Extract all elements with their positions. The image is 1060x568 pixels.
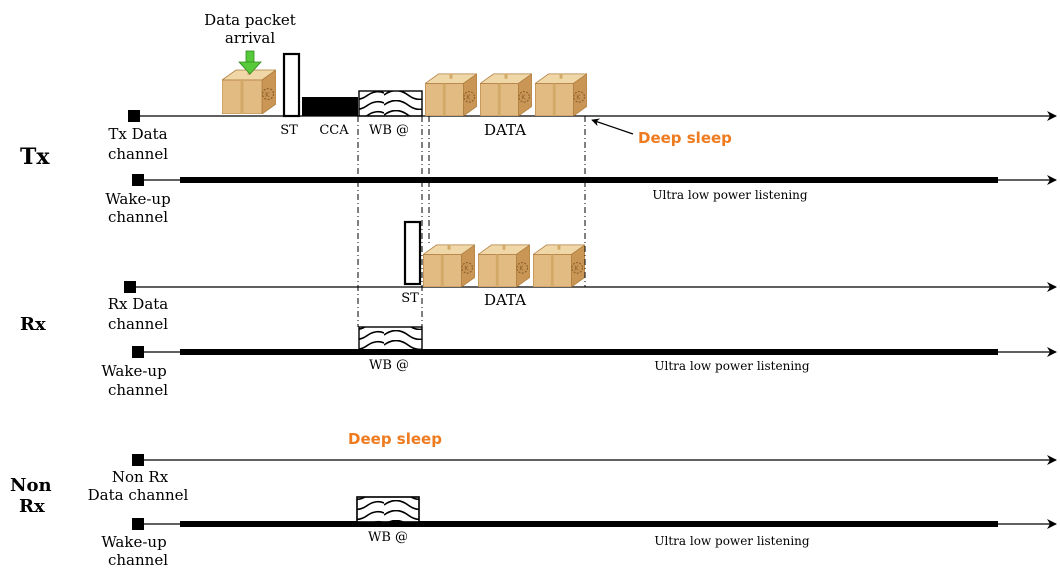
rx-ulp-bar	[180, 349, 998, 355]
packet-arrival-label-2: arrival	[225, 29, 275, 47]
rx-wb-block	[358, 326, 423, 352]
role-rx: Rx	[20, 314, 46, 335]
role-nonrx-2: Rx	[19, 496, 45, 517]
tx-deep-sleep-label: Deep sleep	[638, 129, 732, 147]
tx-cca-label: CCA	[319, 123, 349, 138]
tx-st-slot	[282, 52, 301, 118]
nonrx-ulp-label: Ultra low power listening	[654, 534, 810, 548]
nonrx-wake-label-2: channel	[108, 551, 168, 568]
rx-wb-label: WB @	[369, 358, 409, 373]
tx-ulp-bar	[180, 177, 998, 183]
package-box-icon	[222, 68, 276, 114]
role-tx: Tx	[20, 144, 50, 170]
timing-guides	[357, 116, 586, 327]
rx-data-label-1: Rx Data	[108, 295, 169, 313]
tx-cca-block	[302, 97, 358, 116]
rx-wake-label-1: Wake-up	[101, 362, 166, 380]
tx-data-label: DATA	[484, 121, 526, 139]
tx-data-label-1: Tx Data	[108, 125, 167, 143]
package-box-icon	[533, 243, 585, 287]
tx-ulp-label: Ultra low power listening	[652, 188, 808, 202]
rx-data-label: DATA	[484, 291, 526, 309]
green-down-arrow-icon	[238, 50, 262, 75]
tx-wake-label-1: Wake-up	[105, 190, 170, 208]
tx-wb-label: WB @	[369, 123, 409, 138]
role-nonrx-1: Non	[10, 475, 52, 496]
nonrx-deep-sleep-label: Deep sleep	[348, 430, 442, 448]
nonrx-wb-label: WB @	[368, 530, 408, 545]
nonrx-ulp-bar	[180, 521, 998, 527]
rx-wake-label-2: channel	[108, 381, 168, 399]
nonrx-wb-block	[356, 496, 420, 523]
nonrx-wake-label-1: Wake-up	[101, 533, 166, 551]
rx-data-label-2: channel	[108, 315, 168, 333]
deep-sleep-pointer	[591, 118, 634, 135]
tx-wake-label-2: channel	[108, 208, 168, 226]
rx-ulp-label: Ultra low power listening	[654, 359, 810, 373]
rx-st-label: ST	[401, 291, 419, 306]
package-box-icon	[423, 243, 475, 287]
package-box-icon	[535, 72, 587, 116]
nonrx-data-label-1: Non Rx	[112, 468, 169, 486]
tx-wb-block	[358, 90, 423, 117]
rx-st-slot	[403, 220, 422, 286]
nonrx-data-label-2: Data channel	[88, 486, 189, 504]
package-box-icon	[480, 72, 532, 116]
packet-arrival-label-1: Data packet	[204, 11, 296, 29]
tx-st-label: ST	[280, 123, 298, 138]
tx-data-label-2: channel	[108, 145, 168, 163]
package-box-icon	[425, 72, 477, 116]
package-box-icon	[478, 243, 530, 287]
